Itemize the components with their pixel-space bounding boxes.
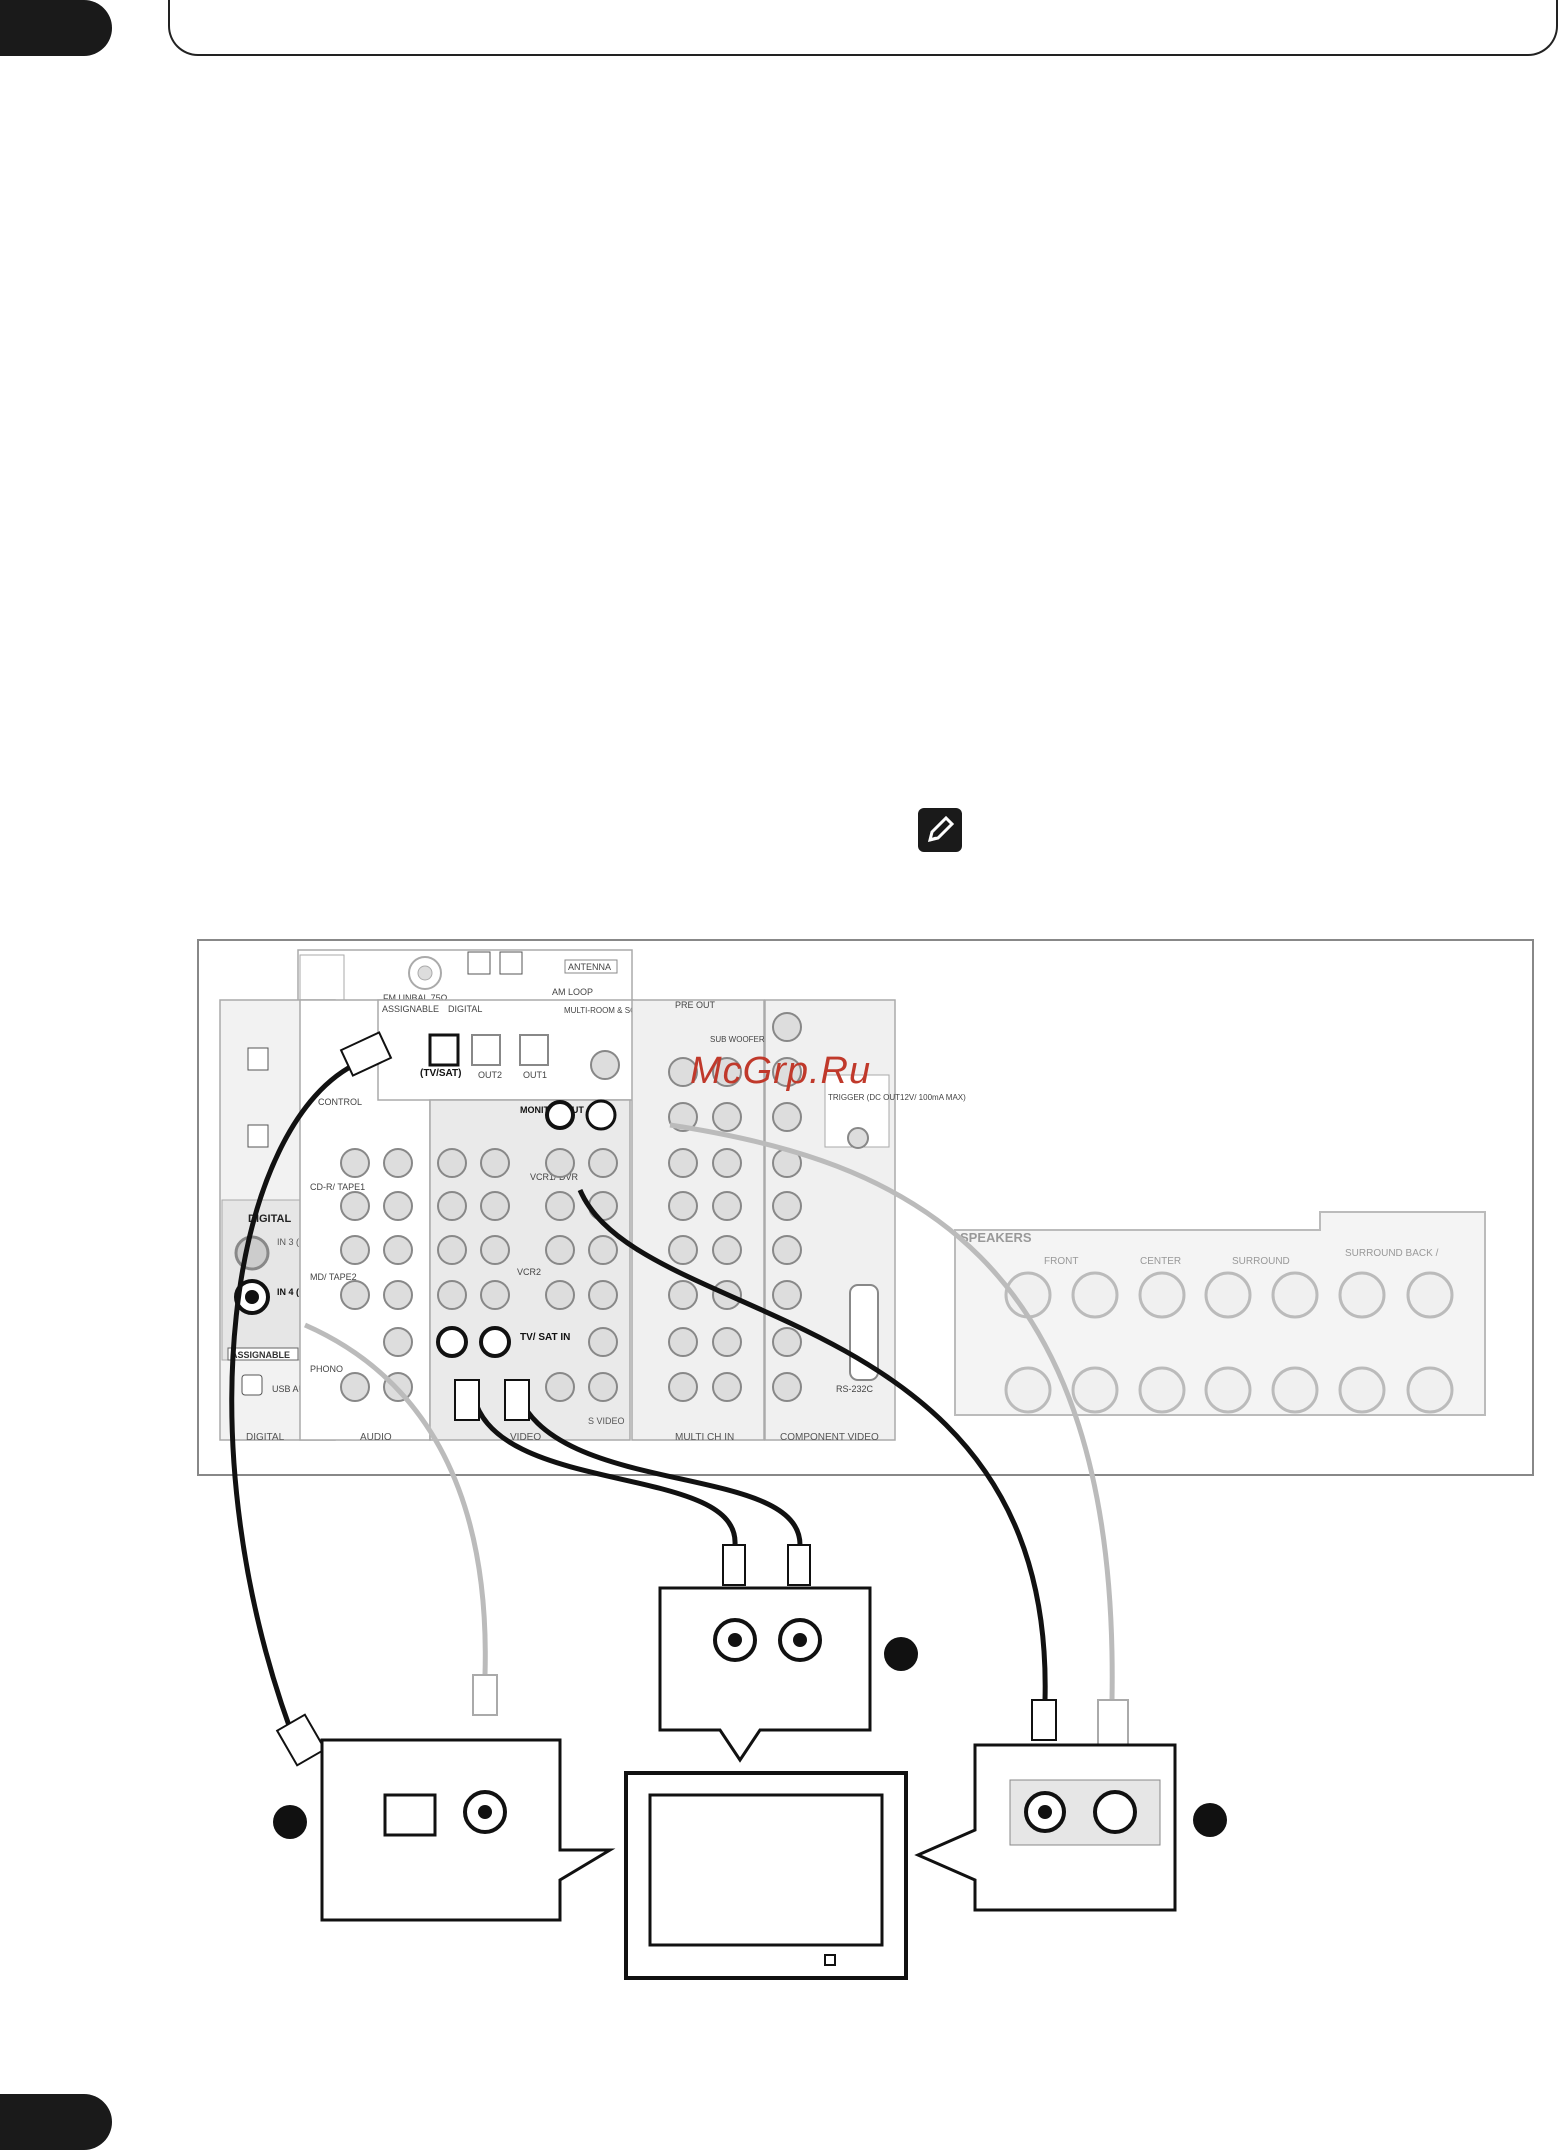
trigger-label: TRIGGER (DC OUT12V/ 100mA MAX) xyxy=(828,1093,966,1102)
digital-bottom-label: DIGITAL xyxy=(246,1432,285,1443)
rs232-label: RS-232C xyxy=(836,1384,874,1394)
surround-label: SURROUND xyxy=(1232,1256,1290,1267)
out1-label: OUT1 xyxy=(523,1070,547,1080)
video-label: VIDEO xyxy=(510,1432,541,1443)
digital-label: DIGITAL xyxy=(448,1004,482,1014)
md-tape-label: MD/ TAPE2 xyxy=(310,1272,357,1282)
audio-label: AUDIO xyxy=(360,1432,392,1443)
in4-label: IN 4 (CD) xyxy=(277,1287,315,1297)
vcr1-label: VCR1/ DVR xyxy=(530,1172,579,1182)
marker-b xyxy=(884,1637,918,1671)
note-icon xyxy=(918,808,962,852)
s-video-cable xyxy=(669,1122,1115,1701)
control-label: CONTROL xyxy=(318,1097,362,1107)
header-bar xyxy=(168,0,1558,56)
front-label: FRONT xyxy=(1044,1256,1078,1267)
phono-label: PHONO xyxy=(310,1364,343,1374)
out2-label: OUT2 xyxy=(478,1070,502,1080)
chapter-tab-top xyxy=(0,0,112,56)
chapter-tab-bottom xyxy=(0,2094,112,2150)
optical-cable xyxy=(229,1059,362,1756)
speakers-label: SPEAKERS xyxy=(960,1230,1032,1245)
sub-woofer-label: SUB WOOFER xyxy=(710,1035,765,1044)
marker-a xyxy=(273,1805,307,1839)
assignable-label: ASSIGNABLE xyxy=(382,1004,439,1014)
watermark-text: McGrp.Ru xyxy=(690,1050,872,1092)
tvsat-in-label: TV/ SAT IN xyxy=(520,1332,570,1343)
fm-label: FM UNBAL 75Ω xyxy=(383,993,448,1003)
assignable-label-left: ASSIGNABLE xyxy=(231,1350,290,1360)
pre-out-label: PRE OUT xyxy=(675,1000,716,1010)
audio-cable xyxy=(303,1322,488,1676)
composite-cable-2 xyxy=(512,1384,803,1546)
marker-c xyxy=(1193,1803,1227,1837)
surround-back-label: SURROUND BACK / xyxy=(1345,1248,1439,1259)
antenna-label: ANTENNA xyxy=(568,962,611,972)
cd-tape-label: CD-R/ TAPE1 xyxy=(310,1182,365,1192)
s-video-label: S VIDEO xyxy=(588,1416,625,1426)
usb-label: USB AUDIO xyxy=(272,1384,321,1394)
video-cable xyxy=(577,1189,1048,1701)
source-a-callout xyxy=(320,1738,616,1922)
am-label: AM LOOP xyxy=(552,987,593,997)
tv-input-callout xyxy=(658,1586,872,1763)
multiroom-label: MULTI-ROOM & SOURCE xyxy=(564,1006,659,1015)
digital-section-label: DIGITAL xyxy=(248,1213,291,1225)
multich-label: MULTI CH IN xyxy=(675,1432,734,1443)
vcr2-label: VCR2 xyxy=(517,1267,541,1277)
component-label: COMPONENT VIDEO xyxy=(780,1432,879,1443)
center-label: CENTER xyxy=(1140,1256,1181,1267)
tvsat-label: (TV/SAT) xyxy=(420,1068,461,1079)
composite-cable-1 xyxy=(469,1384,738,1546)
